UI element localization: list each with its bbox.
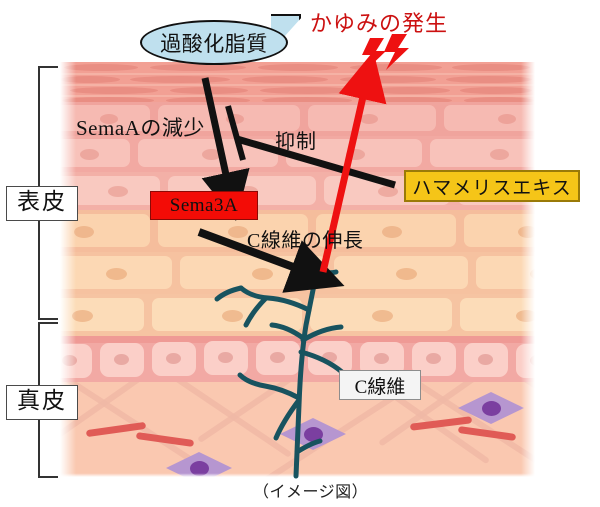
layer-label-dermis: 真皮 [6, 385, 78, 420]
annotation-c-fiber-elongation: C線維の伸長 [247, 230, 364, 252]
annotation-itch-onset: かゆみの発生 [310, 12, 449, 37]
box-hamamelis-extract: ハマメリスエキス [404, 170, 580, 202]
annotation-inhibition: 抑制 [275, 129, 317, 153]
epidermis-row [60, 294, 535, 336]
epidermis-row [60, 252, 535, 294]
dermis-lower-section [60, 382, 535, 477]
stratum-corneum-layer [60, 62, 535, 102]
annotation-sema-a-decrease: SemaAの減少 [76, 116, 205, 140]
image-caption: （イメージ図） [253, 484, 369, 501]
layer-label-epidermis: 表皮 [6, 186, 78, 221]
basal-layer [60, 336, 535, 382]
box-c-fiber: C線維 [339, 370, 421, 400]
box-sema3a: Sema3A [150, 191, 258, 220]
callout-lipid-peroxide: 過酸化脂質 [140, 20, 288, 65]
